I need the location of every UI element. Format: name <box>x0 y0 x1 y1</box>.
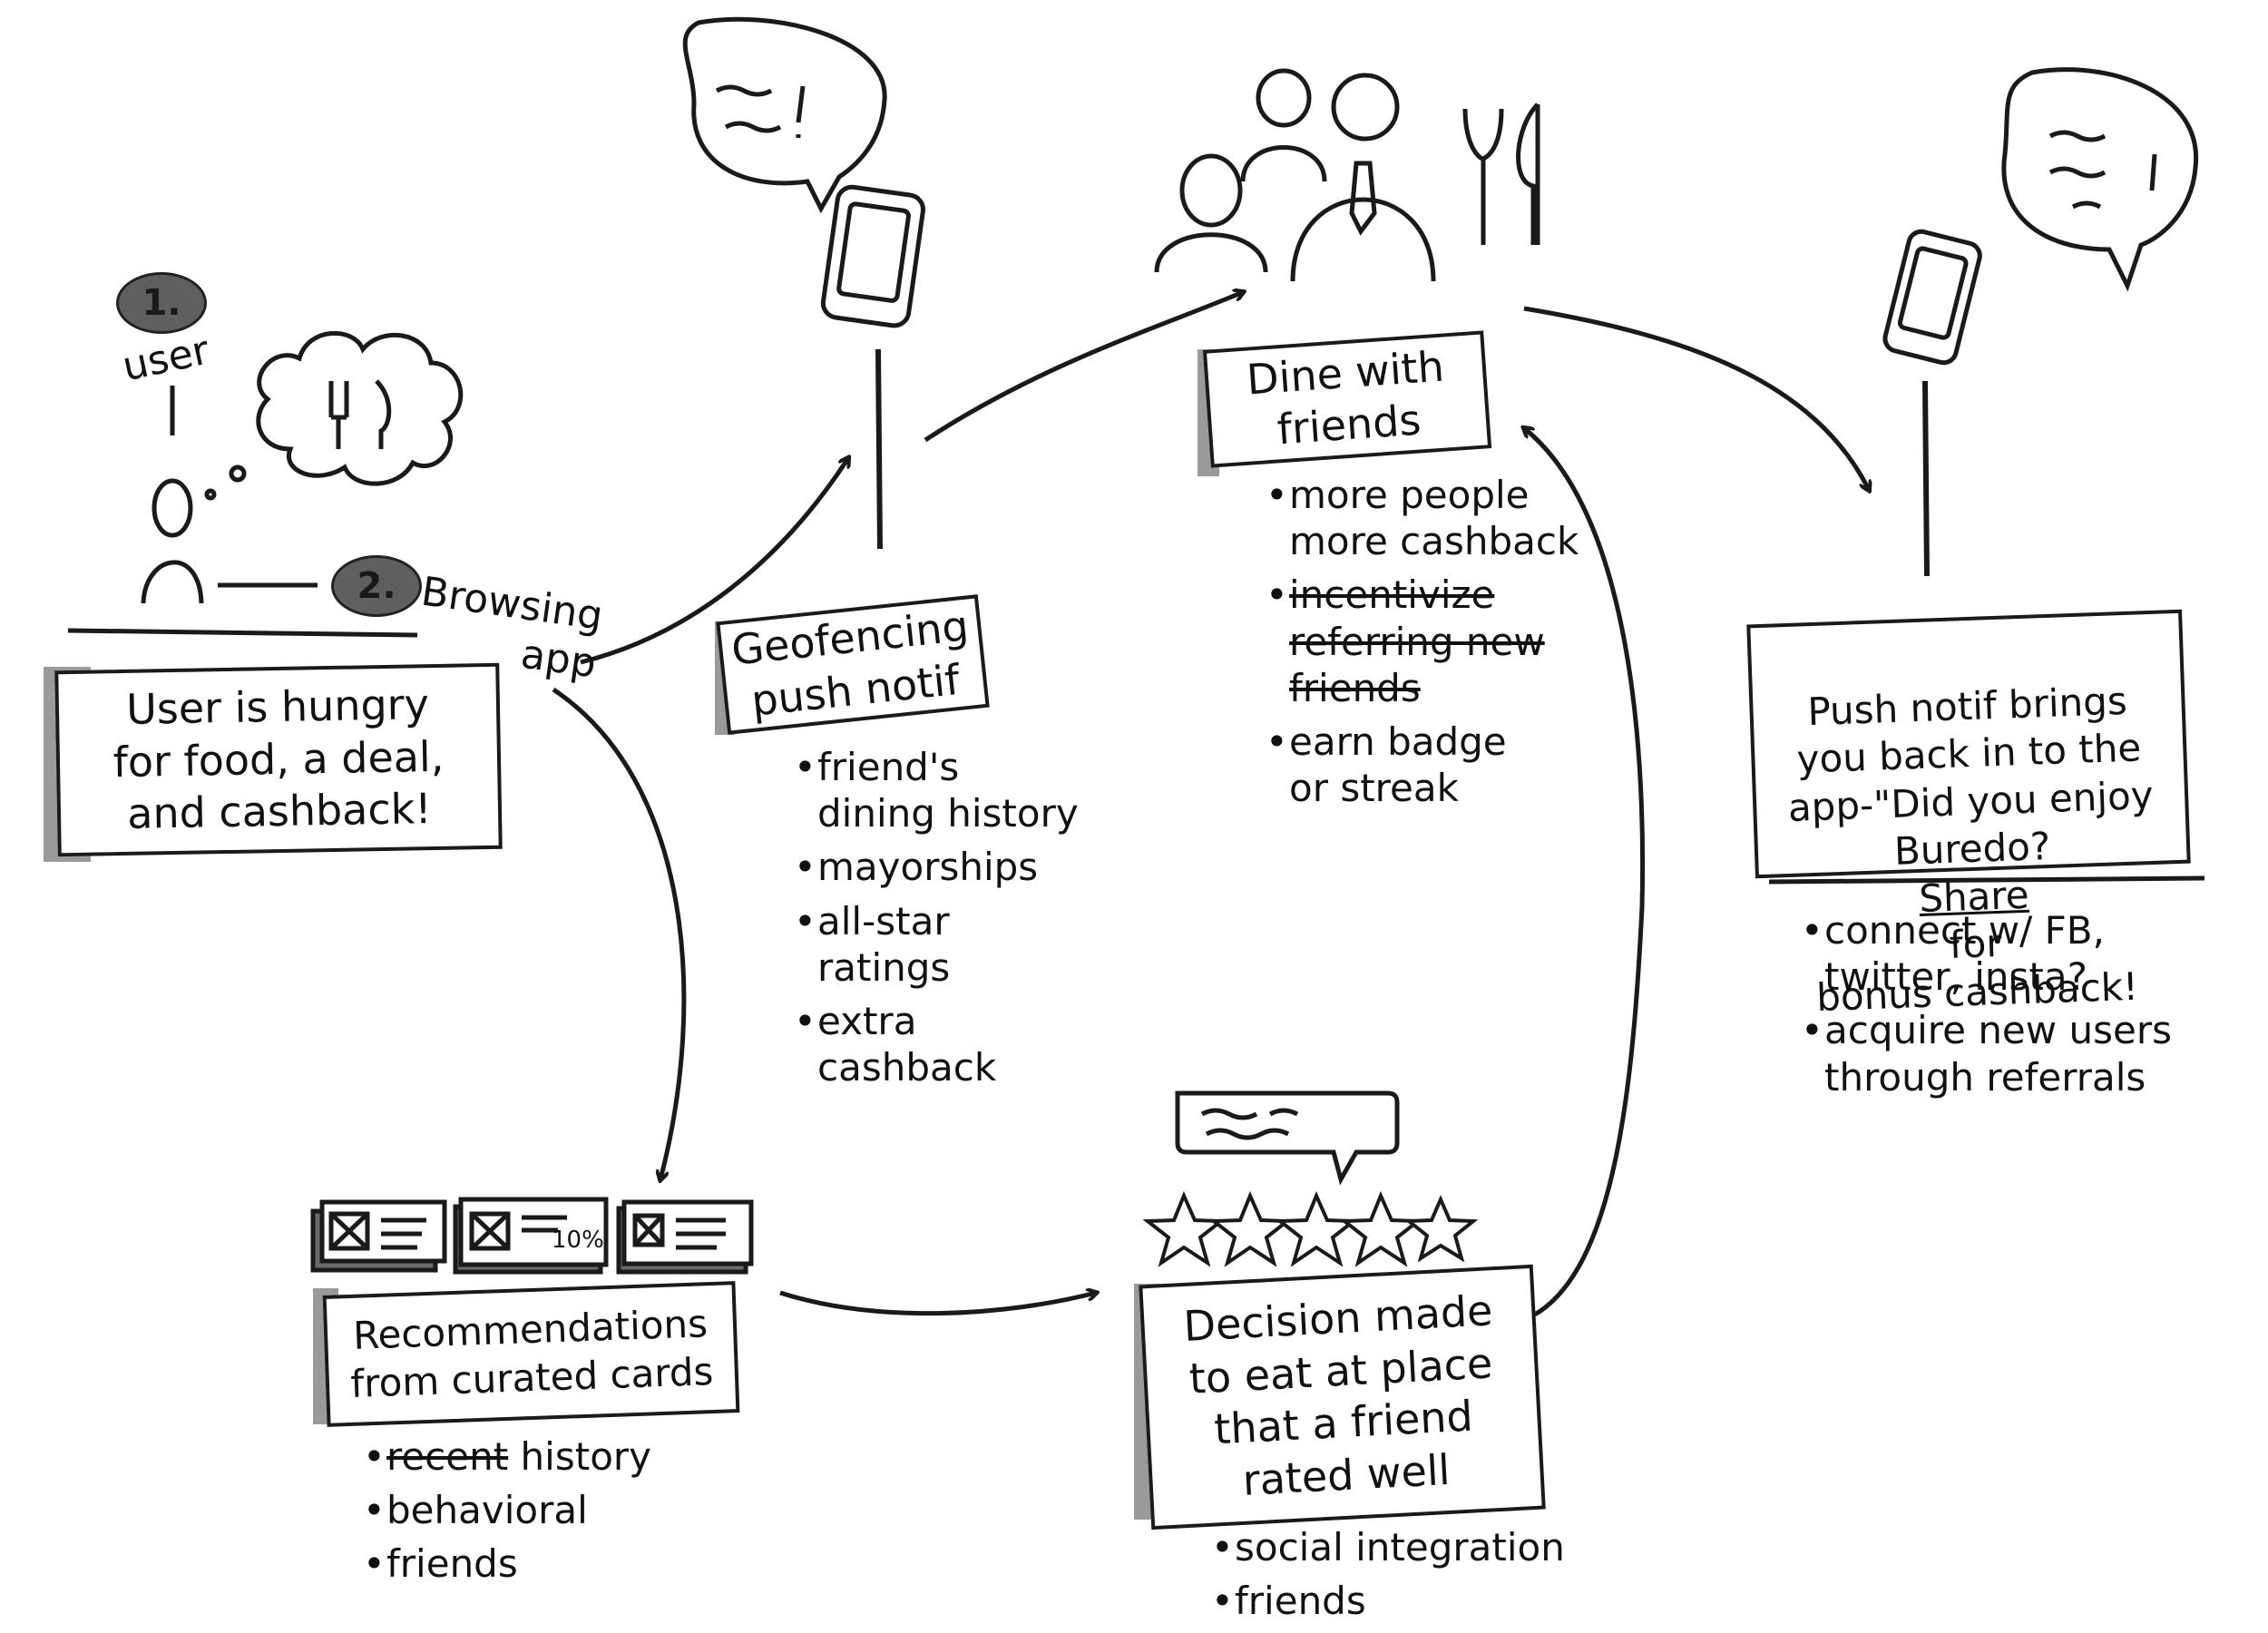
phone-icon <box>820 184 925 328</box>
list-item-struck: incentivize referring new friends <box>1266 572 1592 711</box>
list-item: mayorships <box>794 844 1093 890</box>
list-item: behavioral <box>363 1487 689 1533</box>
push-notif-box: Push notif brings you back in to the app… <box>1746 609 2191 1020</box>
speech-bubble-right-icon <box>2001 67 2199 292</box>
recommendations-box: Recommendations from curated cards <box>322 1281 740 1427</box>
decision-box: Decision made to eat at place that a fri… <box>1139 1264 1546 1530</box>
hungry-user-box: User is hungry for food, a deal, and cas… <box>54 662 503 857</box>
curated-cards-icon <box>310 1197 754 1275</box>
list-item: all-star ratings <box>794 898 1093 991</box>
user-figure-icon <box>141 386 318 604</box>
review-bubble-icon <box>1175 1090 1400 1186</box>
phone-right-icon <box>1882 229 1982 366</box>
card-discount-label: 10% <box>552 1227 604 1254</box>
decision-bullets: social integration friends <box>1211 1524 1610 1631</box>
list-item: friends <box>1211 1578 1610 1624</box>
list-item: extra cashback <box>794 998 1093 1090</box>
push-bullets: connect w/ FB, twitter, insta? acquire n… <box>1801 907 2218 1108</box>
dine-with-friends-box: Dine with friends <box>1202 330 1492 468</box>
speech-bubble-icon <box>682 16 887 214</box>
list-item: recent history <box>363 1433 689 1480</box>
thought-bubble-icon <box>256 330 464 486</box>
recommendation-bullets: recent history behavioral friends <box>363 1433 689 1595</box>
dine-bullets: more people more cashback incentivize re… <box>1266 472 1592 819</box>
list-item: friend's dining history <box>794 744 1093 836</box>
list-item: more people more cashback <box>1266 472 1592 564</box>
flow-arrows <box>552 292 1869 1318</box>
step-badge-2: 2. <box>331 555 422 617</box>
friends-group-icon <box>1154 68 1540 282</box>
list-item: connect w/ FB, twitter, insta? <box>1801 907 2218 1000</box>
push-notif-text: Push notif brings you back in to the app… <box>1787 678 2155 874</box>
geofencing-bullets: friend's dining history mayorships all-s… <box>794 744 1093 1099</box>
list-item: friends <box>363 1540 689 1587</box>
list-item: acquire new users through referrals <box>1801 1007 2218 1100</box>
underlines <box>67 628 2205 885</box>
list-item: social integration <box>1211 1524 1610 1570</box>
rating-stars-icon <box>1142 1190 1479 1267</box>
list-item: earn badge or streak <box>1266 719 1592 811</box>
step-badge-1: 1. <box>116 272 207 334</box>
